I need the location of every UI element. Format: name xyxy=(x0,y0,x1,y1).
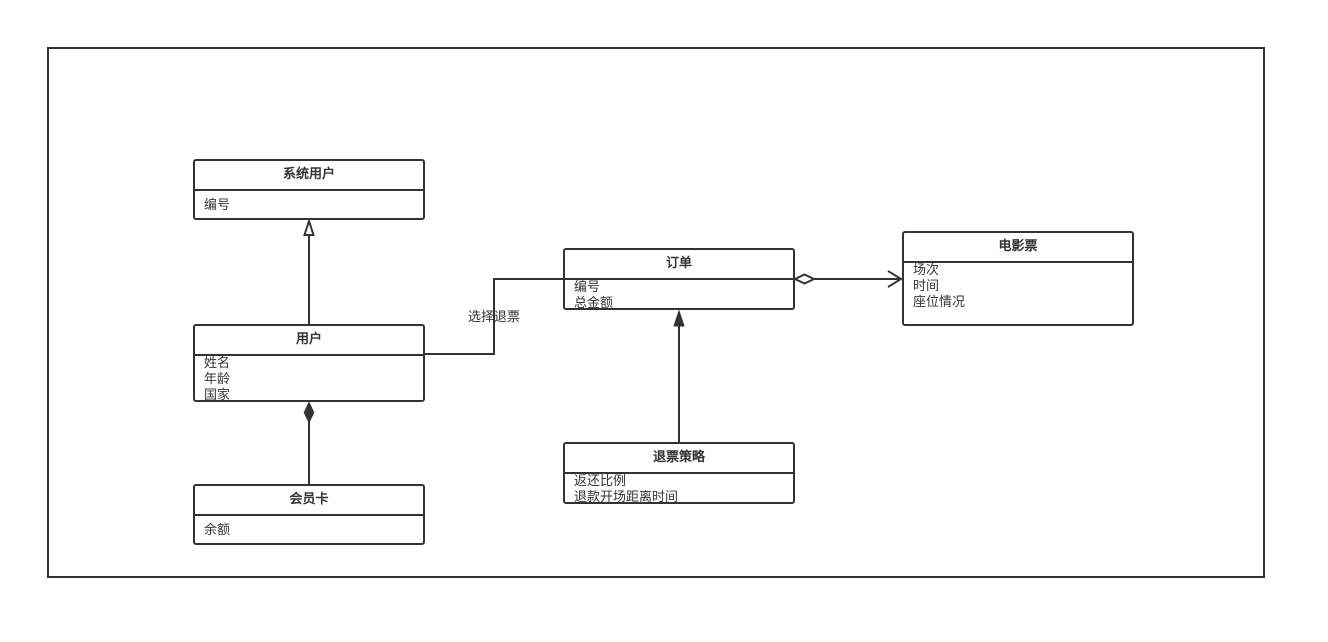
class-member-card[interactable]: 会员卡 余额 xyxy=(193,484,425,545)
attribute-list: 场次 时间 座位情况 xyxy=(904,263,1132,311)
attribute: 总金额 xyxy=(574,296,614,311)
attribute: 余额 xyxy=(204,523,231,538)
class-name: 系统用户 xyxy=(195,161,423,191)
generalization-arrowhead xyxy=(303,217,315,236)
attribute: 退款开场距离时间 xyxy=(574,490,679,505)
attribute: 编号 xyxy=(574,280,601,295)
attribute-list: 姓名 年龄 国家 xyxy=(195,356,423,404)
association-label: 选择退票 xyxy=(468,310,521,325)
class-refund-policy[interactable]: 退票策略 返还比例 退款开场距离时间 xyxy=(563,442,795,506)
attribute-list: 返还比例 退款开场距离时间 xyxy=(565,474,793,506)
class-user[interactable]: 用户 姓名 年龄 国家 xyxy=(193,324,425,404)
aggregation-diamond xyxy=(792,273,817,285)
attribute-list: 编号 xyxy=(195,191,423,214)
class-name: 用户 xyxy=(195,326,423,356)
association-line xyxy=(424,278,564,355)
attribute: 姓名 xyxy=(204,356,231,371)
class-system-user[interactable]: 系统用户 编号 xyxy=(193,159,425,220)
attribute: 年龄 xyxy=(204,372,231,387)
attribute: 国家 xyxy=(204,388,231,403)
attribute: 返还比例 xyxy=(574,474,627,489)
dependency-arrowhead xyxy=(673,309,685,327)
attribute-list: 编号 总金额 xyxy=(565,280,793,312)
class-movie-ticket[interactable]: 电影票 场次 时间 座位情况 xyxy=(902,231,1134,326)
class-name: 订单 xyxy=(565,250,793,280)
attribute: 时间 xyxy=(913,279,940,294)
composition-diamond xyxy=(303,401,315,424)
class-order[interactable]: 订单 编号 总金额 xyxy=(563,248,795,312)
attribute-list: 余额 xyxy=(195,516,423,539)
class-name: 会员卡 xyxy=(195,486,423,516)
class-name: 电影票 xyxy=(904,233,1132,263)
attribute: 编号 xyxy=(204,198,231,213)
attribute: 座位情况 xyxy=(913,295,966,310)
class-name: 退票策略 xyxy=(565,444,793,474)
diagram-frame xyxy=(47,47,1265,578)
aggregation-arrowhead xyxy=(887,270,903,288)
attribute: 场次 xyxy=(913,263,940,278)
